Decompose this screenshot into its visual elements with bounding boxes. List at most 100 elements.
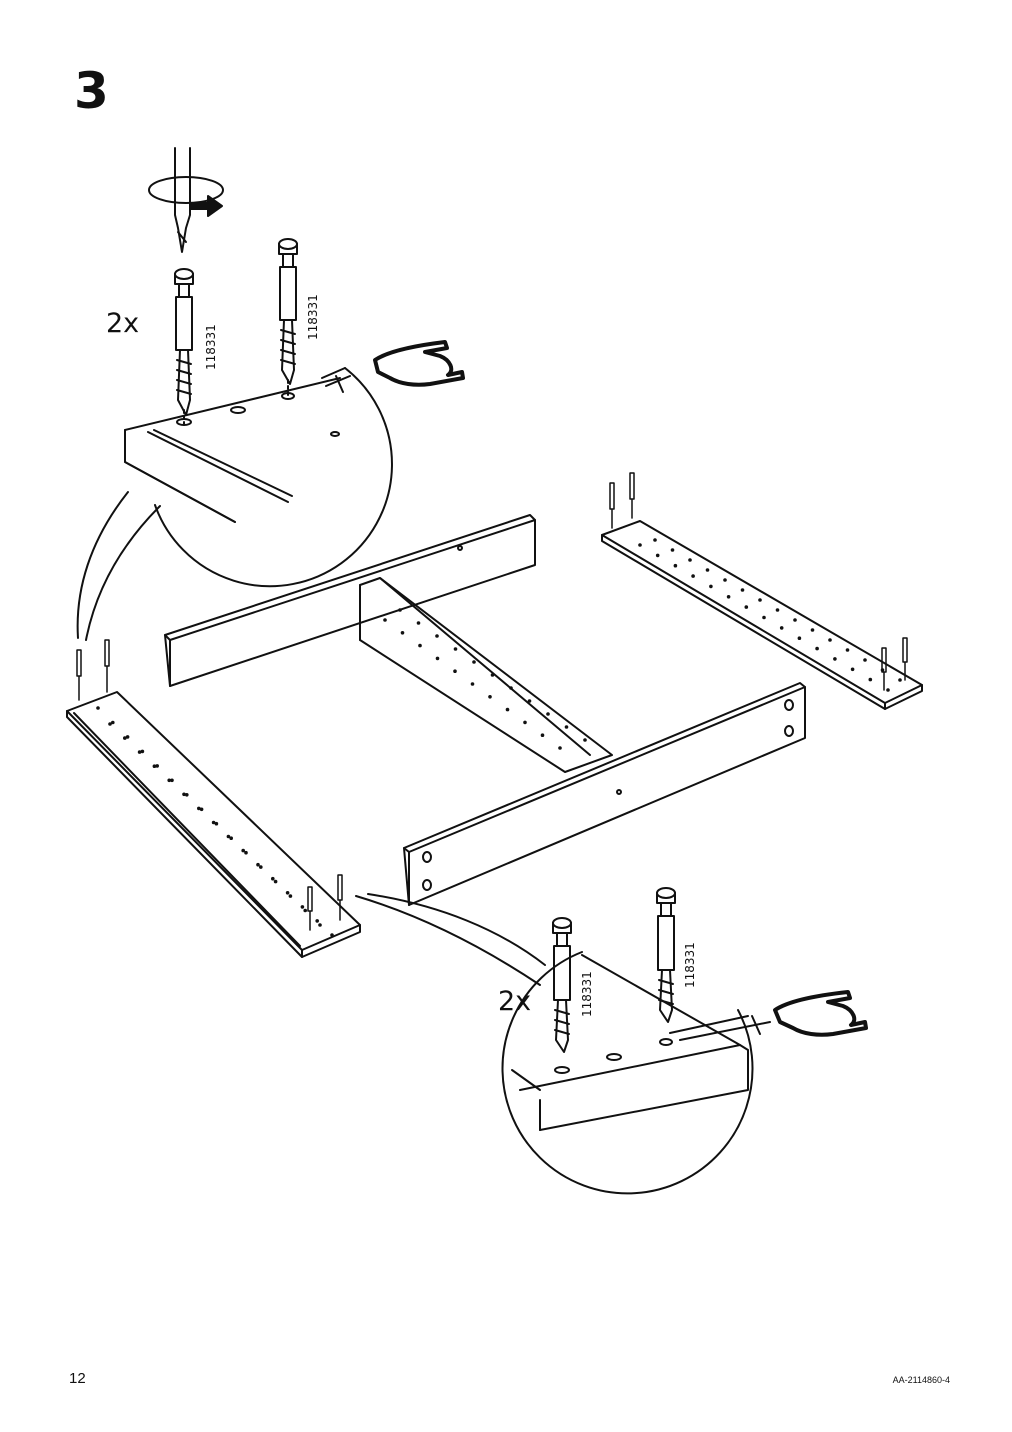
hole-dot [779, 626, 784, 630]
hole-dot [167, 778, 171, 783]
step-number: 3 [74, 62, 109, 120]
hole-dot [705, 568, 710, 572]
hole-dot [691, 574, 695, 578]
hole-dot [140, 749, 145, 754]
small-dowels [76, 472, 908, 931]
hole-dot [330, 933, 334, 937]
hole-dot [740, 588, 745, 592]
hole-dot [490, 673, 495, 677]
hole-dot [726, 595, 731, 599]
hole-dot [211, 820, 216, 825]
hole-dot [709, 584, 713, 589]
hole-dot [273, 879, 278, 884]
left-side-panel [66, 691, 361, 958]
hole-dot [244, 850, 248, 855]
right-side-panel [601, 520, 923, 710]
hole-dot [383, 618, 387, 622]
hole-dot [564, 725, 569, 729]
hole-dot [828, 638, 832, 642]
hole-dot [744, 605, 749, 609]
hole-dot [137, 750, 142, 754]
hole-dot [758, 598, 762, 602]
hole-dot [453, 647, 458, 651]
hole-dot [540, 733, 545, 737]
hole-dot [653, 538, 657, 542]
hole-dot [505, 707, 510, 712]
hole-dot [155, 764, 159, 768]
hole-dot [793, 618, 797, 622]
hole-dot [435, 656, 440, 661]
document-id: AA-2114860-4 [892, 1375, 950, 1385]
hole-dot [863, 658, 867, 662]
front-rail [403, 682, 806, 906]
hole-dot [152, 764, 157, 768]
hole-dot [96, 706, 100, 710]
hole-dot [256, 862, 260, 867]
hole-dot [845, 648, 850, 652]
cam-dowel-top-left [174, 268, 194, 426]
hole-dot [898, 678, 902, 682]
hole-dot [229, 836, 233, 840]
hole-dot [182, 792, 186, 797]
hole-dot [673, 563, 678, 568]
hole-dot [815, 646, 819, 651]
hole-dot [214, 821, 219, 826]
pointing-hand-icon-bottom [773, 990, 868, 1037]
hole-dot [638, 543, 642, 547]
hole-dot [546, 712, 550, 716]
hole-dot [762, 615, 766, 620]
quantity-label-top: 2x [106, 308, 140, 339]
pointing-hand-icon-top [373, 340, 465, 387]
hole-dot [123, 736, 127, 740]
hole-dot [400, 631, 405, 635]
hole-dot [125, 735, 130, 739]
hole-dot [723, 578, 727, 582]
hole-dot [197, 806, 201, 811]
hole-dot [797, 636, 802, 640]
hole-dot [688, 558, 692, 562]
hole-dot [285, 891, 290, 895]
hole-dot [303, 908, 308, 913]
hole-dot [288, 894, 293, 898]
cam-dowel-bottom-left [552, 917, 572, 1053]
hole-dot [810, 628, 815, 632]
hole-dot [833, 657, 837, 661]
hole-dot [880, 668, 885, 672]
hole-dot [300, 905, 305, 909]
hole-dot [271, 876, 275, 881]
hole-dot [108, 722, 112, 726]
hole-dot [670, 548, 675, 552]
hole-dot [523, 720, 527, 725]
hole-dot [111, 720, 115, 725]
hole-dot [259, 865, 263, 869]
hole-dot [398, 608, 402, 612]
screwdriver-icon [148, 147, 224, 253]
rotate-arrow-icon [189, 195, 223, 217]
board-detail-bottom [511, 954, 771, 1131]
hole-dot [318, 923, 322, 927]
callout-circle-bottom [355, 893, 754, 1195]
hole-dot [416, 621, 421, 625]
cam-dowel-bottom-right [656, 887, 676, 1023]
callout-circle-top [76, 367, 393, 641]
hole-dot [527, 699, 532, 703]
hole-dot [868, 677, 873, 682]
hole-dot [435, 634, 439, 638]
cam-dowel-top-right [278, 238, 298, 396]
hole-dot [850, 667, 855, 672]
page-number: 12 [69, 1370, 86, 1387]
hole-dot [472, 660, 476, 664]
hole-dot [470, 682, 475, 686]
hole-dot [226, 834, 231, 839]
hole-dot [199, 807, 204, 812]
hole-dot [558, 746, 562, 750]
hole-dot [453, 669, 457, 673]
hole-dot [315, 919, 320, 923]
board-detail-top [124, 367, 351, 523]
hole-dot [509, 686, 513, 690]
hole-dot [418, 643, 422, 648]
hole-dot [170, 778, 174, 783]
hole-pattern [96, 538, 902, 937]
quantity-label-bottom: 2x [498, 986, 532, 1017]
